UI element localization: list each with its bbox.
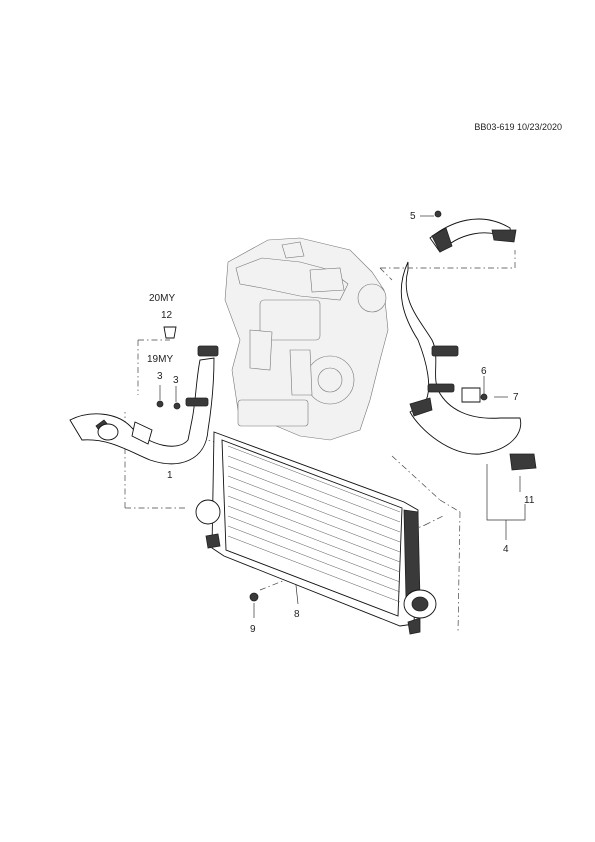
callout-3a: 3 (157, 371, 163, 382)
callout-7: 7 (513, 392, 519, 403)
right-charge-air-hose (400, 210, 537, 471)
callouts: 20MY 12 19MY 3 3 1 5 6 7 11 4 8 9 (147, 211, 535, 635)
callout-4: 4 (503, 544, 509, 555)
engine-illustration (224, 237, 389, 441)
model-year-19my-label: 19MY (147, 354, 173, 365)
callout-3b: 3 (173, 375, 179, 386)
callout-5: 5 (410, 211, 416, 222)
document-code: BB03-619 10/23/2020 (474, 122, 562, 132)
callout-8: 8 (294, 609, 300, 620)
callout-6: 6 (481, 366, 487, 377)
callout-11: 11 (524, 495, 535, 506)
callout-1: 1 (167, 470, 173, 481)
callout-12: 12 (161, 310, 173, 321)
callout-9: 9 (250, 624, 256, 635)
model-year-20my-label: 20MY (149, 293, 175, 304)
left-charge-air-hose (69, 326, 219, 465)
charge-air-cooler (195, 431, 437, 635)
